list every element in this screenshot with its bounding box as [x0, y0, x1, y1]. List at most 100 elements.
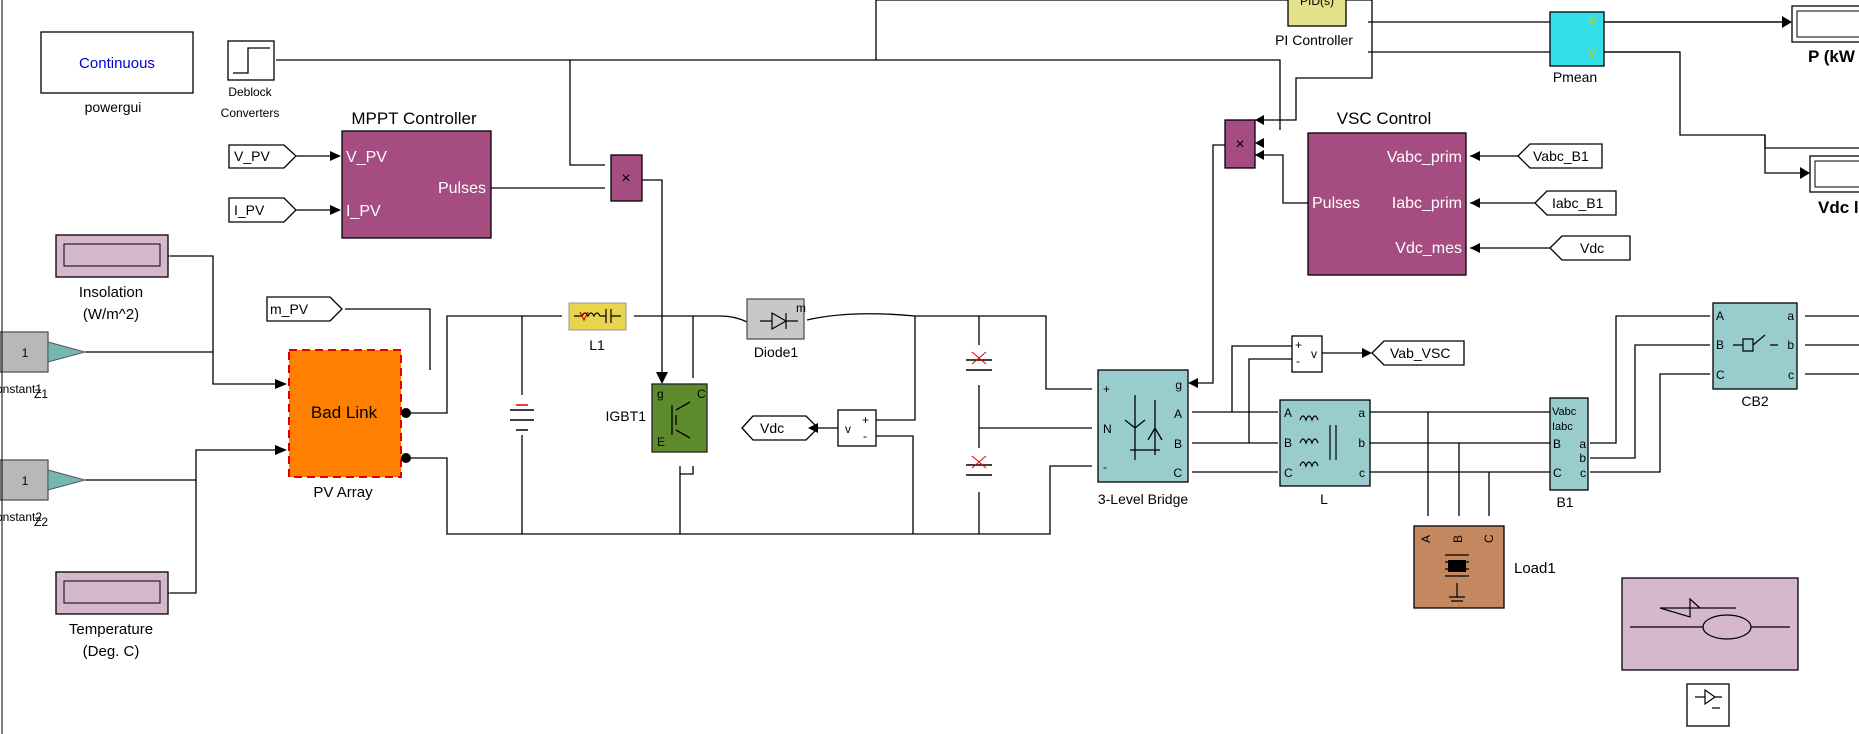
cb2-label: CB2 [1741, 393, 1768, 409]
insolation-display[interactable]: Insolation (W/m^2) [55, 234, 170, 323]
port-a: a [1787, 309, 1794, 323]
product-block-vsc[interactable]: × [1224, 119, 1256, 169]
from-tag-vdc-right[interactable]: Vdc [1549, 235, 1631, 261]
temperature-display[interactable]: Temperature (Deg. C) [55, 571, 170, 660]
tag-text: Vdc [1580, 240, 1604, 256]
deblock-step-block[interactable]: Deblock Converters [221, 40, 280, 120]
deblock-label-1: Deblock [228, 85, 272, 99]
voltage-measurement-dc[interactable]: v + - [837, 409, 877, 447]
bridge-port-a: A [1174, 407, 1182, 421]
pmean-label: Pmean [1553, 69, 1597, 85]
port-c: c [1788, 368, 1794, 382]
small-gain-block[interactable] [1686, 683, 1730, 727]
pv-array-status: Bad Link [311, 403, 378, 422]
pi-controller-block[interactable]: PID(s) PI Controller [1275, 0, 1353, 48]
port-B: B [1716, 338, 1724, 352]
step-icon [233, 47, 270, 74]
port-B: B [1284, 436, 1292, 450]
inductor-l1-block[interactable]: L1 [568, 302, 627, 353]
mppt-controller-block[interactable]: MPPT Controller V_PV I_PV Pulses [341, 109, 492, 239]
capacitor-dc-bottom[interactable] [966, 448, 992, 492]
from-tag-i-pv[interactable]: I_PV [228, 197, 341, 223]
diode-port-m: m [796, 301, 806, 315]
display-p-kw[interactable]: P (kW [1782, 5, 1859, 66]
vsc-in-vabc: Vabc_prim [1387, 149, 1462, 166]
pmean-port-p: P [1588, 15, 1596, 29]
goto-tag-vab-vsc[interactable]: Vab_VSC [1371, 340, 1465, 366]
tag-text: Vdc [760, 420, 784, 436]
mppt-in-vpv: V_PV [346, 149, 387, 166]
tag-text: I_PV [234, 202, 265, 218]
powergui-label: powergui [85, 99, 142, 115]
capacitor-pv[interactable] [510, 395, 534, 435]
port-a: a [1579, 437, 1586, 451]
display-vdc-label: Vdc l [1818, 198, 1859, 217]
cb2-breaker-block[interactable]: A B C a b c CB2 [1712, 302, 1798, 409]
vsc-control-block[interactable]: VSC Control Vabc_prim Iabc_prim Vdc_mes … [1307, 109, 1467, 276]
goto-tag-m-pv[interactable]: m_PV [266, 296, 343, 322]
bridge-port-minus: - [1103, 460, 1107, 474]
pi-label: PI Controller [1275, 32, 1353, 48]
pv-array-block[interactable]: Bad Link PV Array [275, 349, 411, 501]
multiply-icon: × [1235, 136, 1244, 153]
voltage-measurement-vsc[interactable]: + - v [1291, 335, 1323, 373]
igbt1-block[interactable]: g C E IGBT1 [606, 372, 708, 453]
port-C: C [1482, 534, 1496, 543]
igbt-port-c: C [697, 387, 706, 401]
temperature-unit: (Deg. C) [83, 643, 140, 660]
display-vdc[interactable]: Vdc l [1800, 155, 1859, 217]
signal-wires [85, 0, 1859, 594]
b1-measurement-block[interactable]: Vabc Iabc B C a b c B1 [1549, 397, 1589, 510]
constant-label: onstant1 [0, 382, 42, 396]
tag-text: Vabc_B1 [1533, 148, 1589, 164]
port-C: C [1716, 368, 1725, 382]
igbt-port-e: E [657, 435, 665, 449]
port-B: B [1553, 437, 1561, 451]
from-tag-iabc-b1[interactable]: Iabc_B1 [1534, 190, 1617, 216]
gain-label: Z1 [34, 387, 48, 401]
port-b: b [1579, 451, 1586, 465]
powergui-mode: Continuous [79, 55, 155, 72]
mppt-in-ipv: I_PV [346, 203, 381, 220]
vsc-title: VSC Control [1337, 109, 1431, 128]
b1-label: B1 [1556, 494, 1573, 510]
l1-label: L1 [589, 337, 605, 353]
diode-label: Diode1 [754, 344, 799, 360]
igbt-label: IGBT1 [606, 408, 647, 424]
b1-out-vabc: Vabc [1552, 406, 1577, 418]
constant-label: onstant2 [0, 510, 42, 524]
product-block-mppt[interactable]: × [610, 154, 643, 202]
unlabeled-subsystem-block[interactable] [1621, 577, 1799, 671]
insolation-label: Insolation [79, 284, 143, 301]
port-A: A [1419, 535, 1433, 543]
inductor-label: L [1320, 491, 1328, 507]
three-level-bridge-block[interactable]: + N - g A B C 3-Level Bridge [1097, 369, 1189, 507]
arrow-icon [330, 205, 341, 215]
port-C: C [1284, 466, 1293, 480]
tag-text: V_PV [234, 148, 270, 164]
constant-value: 1 [22, 346, 29, 360]
diode1-block[interactable]: m Diode1 [746, 298, 806, 360]
pmean-port-v: V [1588, 46, 1596, 60]
pmean-block[interactable]: P V Pmean [1549, 11, 1605, 85]
three-phase-inductor-l[interactable]: A B C a b c L [1279, 399, 1371, 507]
insolation-unit: (W/m^2) [83, 306, 139, 323]
port-a: a [1358, 406, 1365, 420]
capacitor-dc-top[interactable] [966, 345, 992, 385]
from-tag-vabc-b1[interactable]: Vabc_B1 [1517, 143, 1603, 169]
goto-tag-vdc-left[interactable]: Vdc [741, 415, 819, 441]
port-C: C [1553, 466, 1562, 480]
constant-2-block[interactable]: 1 onstant2 Z2 [0, 459, 87, 529]
b1-out-iabc: Iabc [1552, 421, 1573, 433]
constant-1-block[interactable]: 1 onstant1 Z1 [0, 331, 87, 401]
vmeas-v: v [845, 422, 851, 436]
bridge-port-plus: + [1103, 382, 1110, 396]
from-tag-v-pv[interactable]: V_PV [228, 144, 341, 169]
bridge-port-c: C [1173, 466, 1182, 480]
mppt-title: MPPT Controller [351, 109, 477, 128]
powergui-block[interactable]: Continuous powergui [40, 31, 194, 115]
load1-block[interactable]: A B C Load1 [1413, 525, 1556, 609]
port-c: c [1580, 466, 1586, 480]
vmeas-v: v [1311, 347, 1317, 361]
